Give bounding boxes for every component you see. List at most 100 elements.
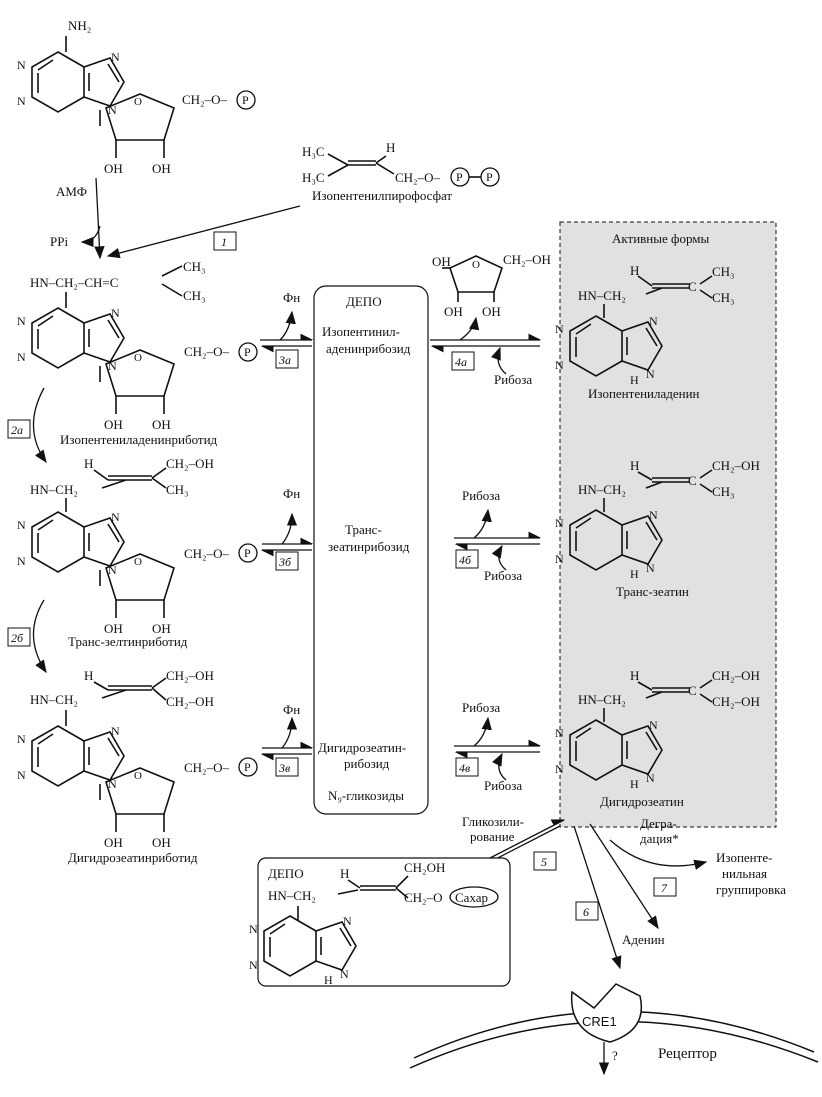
- trans-zeatin-ribotide-label: Транс-зелтинриботид: [68, 634, 188, 649]
- svg-text:ДЕПО: ДЕПО: [346, 294, 382, 309]
- svg-text:дация*: дация*: [640, 831, 679, 846]
- svg-text:CH₃: CH₃: [712, 264, 735, 279]
- svg-text:Рибоза: Рибоза: [484, 778, 522, 793]
- dihydrozeatin-label: Дигидрозеатин: [600, 794, 684, 809]
- step-3a: Фн 3а: [260, 290, 314, 369]
- isopentenyladenine-label: Изопентениладенин: [588, 386, 700, 401]
- isopentenyladenine-structure: H HN–CH₂ C CH₃ CH₃ H Изопентениладенин: [554, 263, 735, 401]
- amp-structure: NH₂ CH₂–O–: [16, 18, 256, 177]
- svg-text:H: H: [630, 777, 639, 791]
- svg-text:C: C: [688, 473, 697, 488]
- svg-text:H: H: [630, 668, 639, 683]
- svg-text:АМФ: АМФ: [56, 184, 87, 199]
- svg-text:O: O: [472, 259, 480, 271]
- svg-text:H: H: [324, 973, 333, 987]
- svg-text:7: 7: [661, 881, 668, 895]
- svg-text:H: H: [84, 668, 93, 683]
- svg-text:?: ?: [612, 1048, 618, 1063]
- svg-text:H₃C: H₃C: [302, 144, 325, 159]
- svg-text:2а: 2а: [11, 423, 23, 437]
- svg-text:3а: 3а: [278, 353, 291, 367]
- svg-text:Рибоза: Рибоза: [494, 372, 532, 387]
- svg-text:H₃C: H₃C: [302, 170, 325, 185]
- svg-text:Транс-: Транс-: [345, 522, 382, 537]
- svg-text:Изопентинил-: Изопентинил-: [322, 324, 400, 339]
- step-3b: Фн 3б: [260, 486, 314, 571]
- isopentenyl-pp-label: Изопентенилпирофосфат: [312, 188, 452, 203]
- svg-text:ДЕПО: ДЕПО: [268, 866, 304, 881]
- svg-text:3в: 3в: [278, 761, 290, 775]
- trans-zeatin-ribotide-structure: H HN–CH₂ CH₂–OH CH₃ CH₂–O– Транс-зелтинр…: [16, 456, 258, 649]
- svg-text:CH₂–OH: CH₂–OH: [712, 694, 760, 709]
- svg-text:рование: рование: [470, 829, 515, 844]
- svg-text:C: C: [688, 279, 697, 294]
- svg-text:Изопенте-: Изопенте-: [716, 850, 772, 865]
- step-3v: Фн 3в: [260, 702, 314, 777]
- svg-text:CH₂–O–: CH₂–O–: [182, 92, 227, 107]
- active-forms-panel: [559, 221, 777, 828]
- svg-text:Фн: Фн: [283, 702, 300, 717]
- svg-text:CH₃: CH₃: [712, 484, 735, 499]
- svg-text:CH₂–OH: CH₂–OH: [503, 252, 551, 267]
- svg-text:CH₃: CH₃: [183, 259, 206, 274]
- svg-text:HN–CH₂: HN–CH₂: [578, 482, 626, 497]
- step-4v: Рибоза Рибоза 4в: [454, 700, 542, 793]
- svg-text:CH₂–O–: CH₂–O–: [184, 546, 229, 561]
- svg-text:5: 5: [541, 855, 547, 869]
- svg-text:H: H: [630, 263, 639, 278]
- svg-text:CH₂–OH: CH₂–OH: [166, 668, 214, 683]
- trans-zeatin-structure: H HN–CH₂ C CH₂–OH CH₃ H Транс-зеатин: [554, 458, 760, 599]
- svg-text:C: C: [688, 683, 697, 698]
- svg-text:OH: OH: [432, 254, 451, 269]
- svg-text:Фн: Фн: [283, 290, 300, 305]
- svg-text:4в: 4в: [459, 761, 470, 775]
- svg-text:Гликозили-: Гликозили-: [462, 814, 524, 829]
- svg-text:4а: 4а: [455, 355, 467, 369]
- svg-text:Рибоза: Рибоза: [462, 488, 500, 503]
- dihydrozeatin-structure: H HN–CH₂ C CH₂–OH CH₂–OH H Дигидрозеатин: [554, 668, 760, 809]
- svg-text:N₉-гликозиды: N₉-гликозиды: [328, 788, 404, 803]
- svg-text:CH₂–O–: CH₂–O–: [184, 760, 229, 775]
- svg-text:HN–CH₂: HN–CH₂: [268, 888, 316, 903]
- svg-text:NH₂: NH₂: [68, 18, 91, 33]
- svg-text:Дегра-: Дегра-: [640, 816, 677, 831]
- receptor-label: Рецептор: [658, 1046, 717, 1062]
- svg-text:Рибоза: Рибоза: [484, 568, 522, 583]
- svg-text:CH₂OH: CH₂OH: [404, 860, 445, 875]
- svg-text:CRE1: CRE1: [582, 1014, 617, 1029]
- svg-text:H: H: [84, 456, 93, 471]
- svg-text:CH₂–OH: CH₂–OH: [712, 668, 760, 683]
- depot-box: [313, 285, 429, 815]
- svg-text:H: H: [340, 866, 349, 881]
- svg-text:рибозид: рибозид: [344, 756, 390, 771]
- svg-text:CH₃: CH₃: [166, 482, 189, 497]
- svg-text:OH: OH: [482, 304, 501, 319]
- adenine-label: Аденин: [622, 932, 665, 947]
- svg-text:6: 6: [583, 905, 589, 919]
- svg-text:3б: 3б: [278, 555, 292, 569]
- svg-text:HN–CH₂–CH=C: HN–CH₂–CH=C: [30, 275, 118, 290]
- cre1-receptor: CRE1 ? Рецептор: [409, 983, 819, 1076]
- svg-text:1: 1: [221, 235, 227, 249]
- svg-text:PPi: PPi: [50, 234, 68, 249]
- svg-text:OH: OH: [444, 304, 463, 319]
- dihydrozeatin-ribotide-structure: H HN–CH₂ CH₂–OH CH₂–OH CH₂–O– Дигидрозеа…: [16, 668, 258, 865]
- svg-text:CH₃: CH₃: [183, 288, 206, 303]
- svg-text:Сахар: Сахар: [455, 890, 488, 905]
- svg-text:Рибоза: Рибоза: [462, 700, 500, 715]
- svg-text:CH₂–OH: CH₂–OH: [166, 456, 214, 471]
- free-ribose-structure: OH O OH OH CH₂–OH: [432, 252, 551, 319]
- svg-text:4б: 4б: [459, 553, 472, 567]
- step-4b: Рибоза Рибоза 4б: [454, 488, 542, 583]
- active-forms-label: Активные формы: [612, 231, 709, 246]
- step-4a: Рибоза 4а: [430, 316, 542, 387]
- svg-text:H: H: [630, 567, 639, 581]
- svg-text:HN–CH₂: HN–CH₂: [30, 482, 78, 497]
- svg-text:2б: 2б: [11, 631, 24, 645]
- svg-text:HN–CH₂: HN–CH₂: [30, 692, 78, 707]
- svg-text:CH₂–OH: CH₂–OH: [166, 694, 214, 709]
- svg-text:группировка: группировка: [716, 882, 786, 897]
- trans-zeatin-label: Транс-зеатин: [616, 584, 689, 599]
- ip-ribotide-structure: HN–CH₂–CH=C CH₃ CH₃ CH₂–O– Изопентенилад…: [16, 259, 258, 447]
